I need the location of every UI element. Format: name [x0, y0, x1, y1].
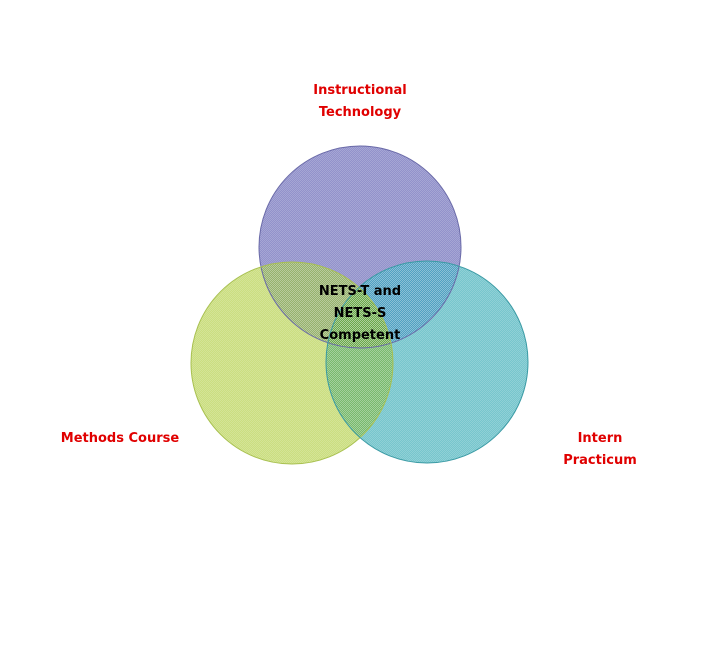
label-center-line-1: NETS-T and	[318, 284, 402, 299]
outline-top	[258, 145, 462, 349]
label-right-line-2: Practicum	[563, 453, 637, 468]
label-instructional-technology: Instructional Technology	[260, 80, 460, 124]
label-intern-practicum: Intern Practicum	[530, 428, 670, 472]
label-center-competent: NETS-T and NETS-S Competent	[290, 281, 430, 347]
label-right-line-1: Intern	[577, 431, 623, 446]
outline-right	[325, 260, 529, 464]
label-center-line-2: NETS-S	[333, 306, 387, 321]
label-top-line-1: Instructional	[313, 83, 407, 98]
dither-texture	[191, 146, 528, 464]
label-top-line-2: Technology	[318, 105, 402, 120]
label-left-line-1: Methods Course	[60, 431, 180, 446]
label-center-line-3: Competent	[319, 328, 401, 343]
outline-left	[190, 261, 394, 465]
label-methods-course: Methods Course	[40, 428, 200, 450]
